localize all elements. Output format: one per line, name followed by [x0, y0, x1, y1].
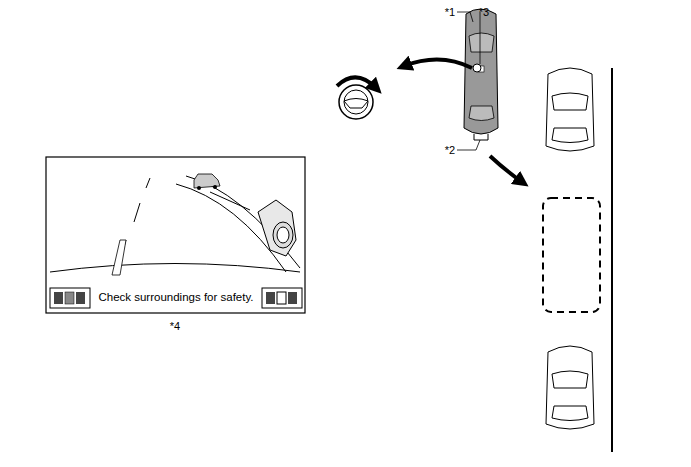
- screen-message: Check surroundings for safety.: [98, 292, 253, 304]
- callout-number: *4: [170, 321, 180, 332]
- callout-number: *1: [445, 7, 455, 18]
- callout-number: *2: [445, 145, 455, 156]
- callout-number: *3: [479, 7, 489, 18]
- screen-panel: Check surroundings for safety.: [46, 157, 305, 313]
